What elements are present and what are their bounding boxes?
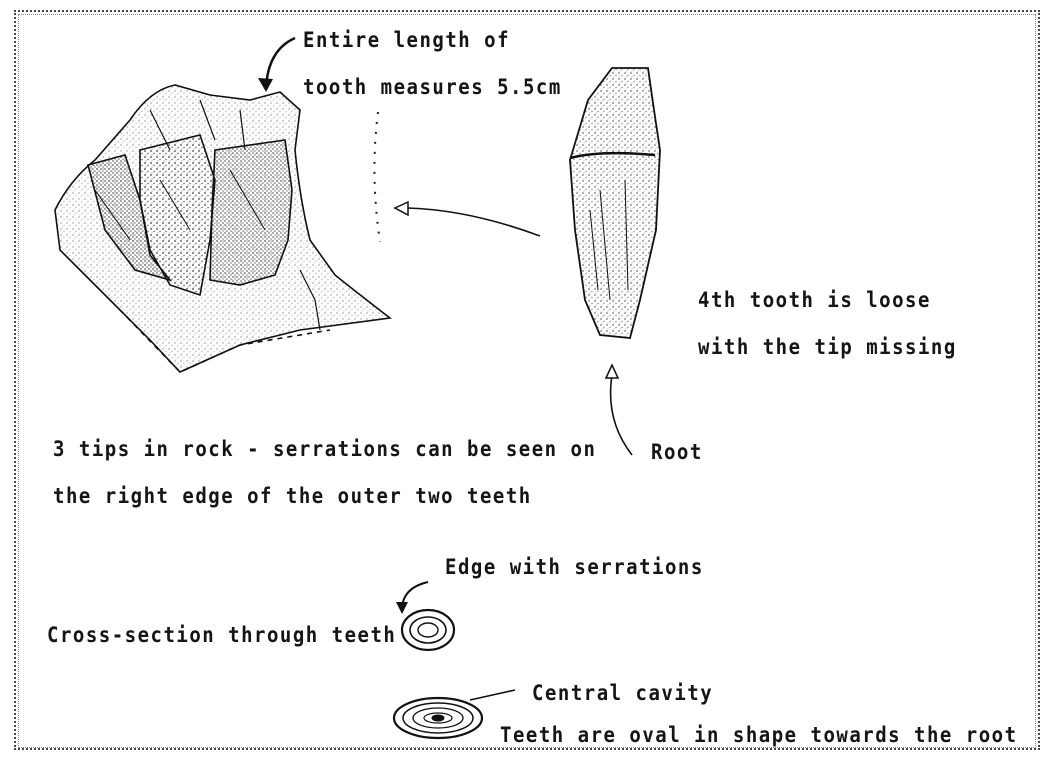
label-central-cavity: Central cavity <box>532 681 713 706</box>
label-tips-line1: 3 tips in rock - serrations can be seen … <box>53 437 596 462</box>
pointer-arrow <box>408 208 540 236</box>
label-length-line1: Entire length of <box>303 28 510 53</box>
tooth-right <box>210 140 292 285</box>
cavity-pointer-line <box>470 690 515 700</box>
label-root: Root <box>651 440 703 465</box>
rock-with-teeth-drawing <box>55 85 390 372</box>
root-arrow <box>611 375 632 455</box>
label-loose-line2: with the tip missing <box>698 335 957 360</box>
label-loose-line1: 4th tooth is loose <box>698 288 931 313</box>
cross-section-small <box>402 610 454 650</box>
length-arrowhead <box>258 78 273 92</box>
pointer-arrowhead <box>395 202 408 215</box>
label-cross-section: Cross-section through teeth <box>47 623 396 648</box>
serration-arrowhead <box>396 602 408 614</box>
cross-section-oval <box>394 698 482 738</box>
label-length-line2: tooth measures 5.5cm <box>303 75 562 100</box>
label-edge-serrations: Edge with serrations <box>445 555 704 580</box>
root-arrowhead <box>606 365 618 378</box>
label-tips-line2: the right edge of the outer two teeth <box>53 484 532 509</box>
label-oval-shape: Teeth are oval in shape towards the root <box>500 723 1018 748</box>
loose-tooth-drawing <box>570 68 660 338</box>
length-dotted-line <box>374 112 380 242</box>
